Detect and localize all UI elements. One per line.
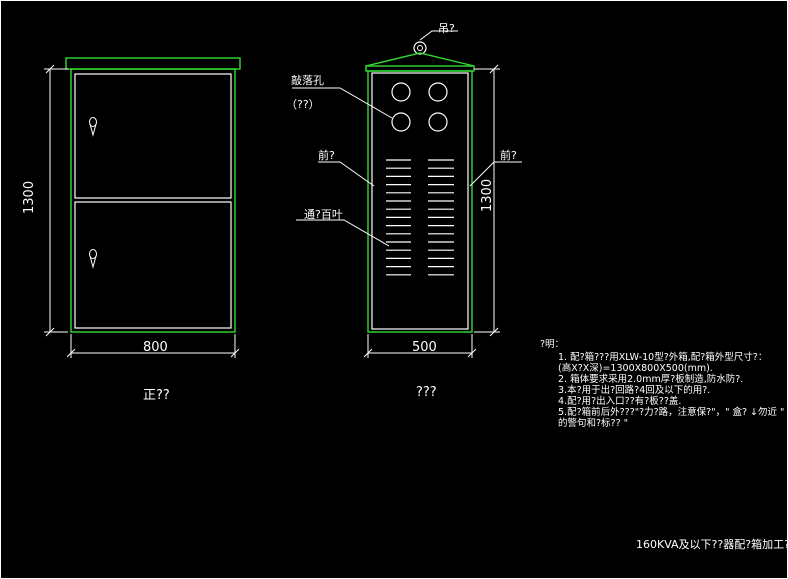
notes-block: ?明： 1. 配?箱???用XLW-10型?外箱,配?箱外型尺寸?： (高X?X… — [540, 339, 784, 429]
louver-slats — [386, 159, 454, 276]
front-width-label: 800 — [143, 340, 168, 355]
knockout-holes-label: 敲落孔 — [291, 74, 324, 87]
knockout-holes-sublabel: （??） — [286, 98, 320, 111]
note-line: (高X?X深)=1300X800X500(mm). — [558, 363, 713, 374]
side-height-dimension — [474, 64, 500, 337]
lower-door-handle-icon — [89, 249, 97, 269]
side-width-label: 500 — [412, 340, 437, 355]
notes-lines: 1. 配?箱???用XLW-10型?外箱,配?箱外型尺寸?： (高X?X深)=1… — [558, 352, 784, 429]
knockout-hole — [391, 82, 411, 102]
note-line: 的警句和?标?? " — [558, 418, 629, 429]
front-view-caption: 正?? — [143, 388, 170, 403]
note-line: 2. 箱体要求采用2.0mm厚?板制造,防水防?. — [558, 374, 744, 385]
lower-door — [74, 201, 232, 329]
front-cabinet-body — [70, 68, 236, 333]
side-inner-frame — [371, 72, 469, 330]
notes-title: ?明： — [540, 339, 565, 350]
side-view-caption: ??? — [416, 385, 437, 400]
louver-label: 通?百叶 — [304, 208, 343, 221]
leader-lines — [292, 30, 522, 247]
side-height-label: 1300 — [480, 178, 495, 212]
front-width-dimension — [66, 334, 240, 358]
side-width-dimension — [363, 334, 477, 358]
upper-door-handle-icon — [89, 117, 97, 137]
side-roof-base — [365, 65, 475, 72]
note-line: 1. 配?箱???用XLW-10型?外箱,配?箱外型尺寸?： — [558, 352, 768, 363]
front-height-dimension — [44, 64, 68, 337]
note-line: 5.配?箱前后外???"?力?路，注意保?"，" 盒? ↓勿近 " — [558, 407, 785, 418]
knockout-hole — [428, 82, 448, 102]
note-line: 4.配?用?出入口??有?板??盖. — [558, 396, 682, 407]
title-block: 160KVA及以下??器配?箱加工? — [636, 538, 788, 551]
side-view — [292, 30, 522, 358]
front-view — [44, 57, 241, 358]
note-line: 3.本?用于出?回路?4回及以下的用?. — [558, 385, 711, 396]
lift-ring-icon — [413, 41, 427, 55]
upper-door — [74, 73, 232, 199]
front-right-label: 前? — [500, 149, 517, 162]
knockout-hole — [391, 112, 411, 132]
side-roof — [365, 52, 475, 67]
lift-ring-label: 吊? — [438, 22, 455, 35]
side-cabinet-body — [367, 70, 473, 333]
knockout-hole — [428, 112, 448, 132]
front-height-label: 1300 — [22, 180, 37, 214]
front-left-label: 前? — [318, 149, 335, 162]
front-roof-cap — [65, 57, 241, 70]
